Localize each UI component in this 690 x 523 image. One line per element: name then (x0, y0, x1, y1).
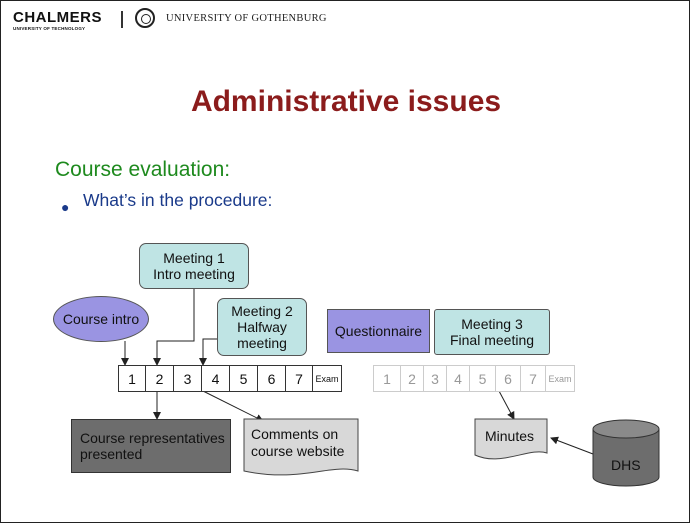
dhs-text: DHS (611, 457, 641, 473)
dhs-cylinder-shape (592, 429, 660, 487)
course-reps-box: Course representatives presented (71, 419, 231, 473)
comments-text: Comments on course website (251, 426, 344, 460)
header-divider (121, 11, 123, 28)
timeline1-cell: 5 (229, 365, 258, 392)
meeting1-line1: Meeting 1 (163, 249, 225, 266)
chalmers-logo: CHALMERS (13, 9, 102, 26)
comments-document-shape (243, 418, 359, 476)
arrow-dhs (550, 436, 594, 455)
meeting1-line2: Intro meeting (153, 266, 235, 282)
timeline1-cell: 3 (173, 365, 202, 392)
timeline2-cell: 2 (400, 365, 424, 392)
timeline2-exam-cell: Exam (545, 365, 575, 392)
timeline2-cell: 5 (469, 365, 496, 392)
bullet-icon: ● (61, 199, 70, 215)
timeline1-cell: 6 (257, 365, 286, 392)
timeline1-cell: 1 (118, 365, 146, 392)
meeting3-line1: Meeting 3 (461, 315, 523, 332)
dhs-cylinder-top (592, 419, 660, 439)
bullet-text: What’s in the procedure: (83, 190, 273, 210)
meeting2-box: Meeting 2 Halfway meeting (217, 298, 307, 356)
timeline1-cell: 7 (285, 365, 313, 392)
slide-title: Administrative issues (190, 85, 502, 118)
minutes-document-shape (474, 418, 548, 460)
arrow-meeting1 (153, 288, 195, 366)
comments-line2: course website (251, 442, 345, 459)
course-intro-oval: Course intro (53, 296, 149, 342)
meeting2-line3: meeting (237, 335, 287, 352)
timeline1-cell: 4 (201, 365, 230, 392)
arrow-comments (202, 390, 264, 422)
timeline2-cell: 3 (423, 365, 447, 392)
timeline2-cell: 7 (520, 365, 546, 392)
comments-line1: Comments on (251, 426, 339, 442)
course-reps-line2: presented (80, 446, 143, 462)
meeting3-box: Meeting 3 Final meeting (434, 309, 550, 355)
meeting3-line2: Final meeting (449, 332, 535, 348)
meeting2-line2: Halfway (237, 318, 287, 335)
meeting2-line1: Meeting 2 (231, 302, 293, 319)
timeline1-cell: 2 (145, 365, 174, 392)
minutes-text: Minutes (485, 428, 535, 444)
timeline2-cell: 6 (495, 365, 521, 392)
university-seal-icon (135, 8, 155, 28)
timeline2-cell: 1 (373, 365, 401, 392)
course-reps-line1: Course representatives (80, 429, 225, 446)
timeline1-exam-cell: Exam (312, 365, 342, 392)
section-heading: Course evaluation: (55, 158, 231, 181)
meeting1-box: Meeting 1 Intro meeting (139, 243, 249, 289)
arrow-minutes (498, 390, 515, 420)
chalmers-subtitle: UNIVERSITY OF TECHNOLOGY (13, 26, 86, 31)
university-name: UNIVERSITY OF GOTHENBURG (166, 13, 327, 24)
questionnaire-box: Questionnaire (327, 309, 430, 353)
timeline2-cell: 4 (446, 365, 470, 392)
arrow-meeting2 (199, 338, 218, 366)
